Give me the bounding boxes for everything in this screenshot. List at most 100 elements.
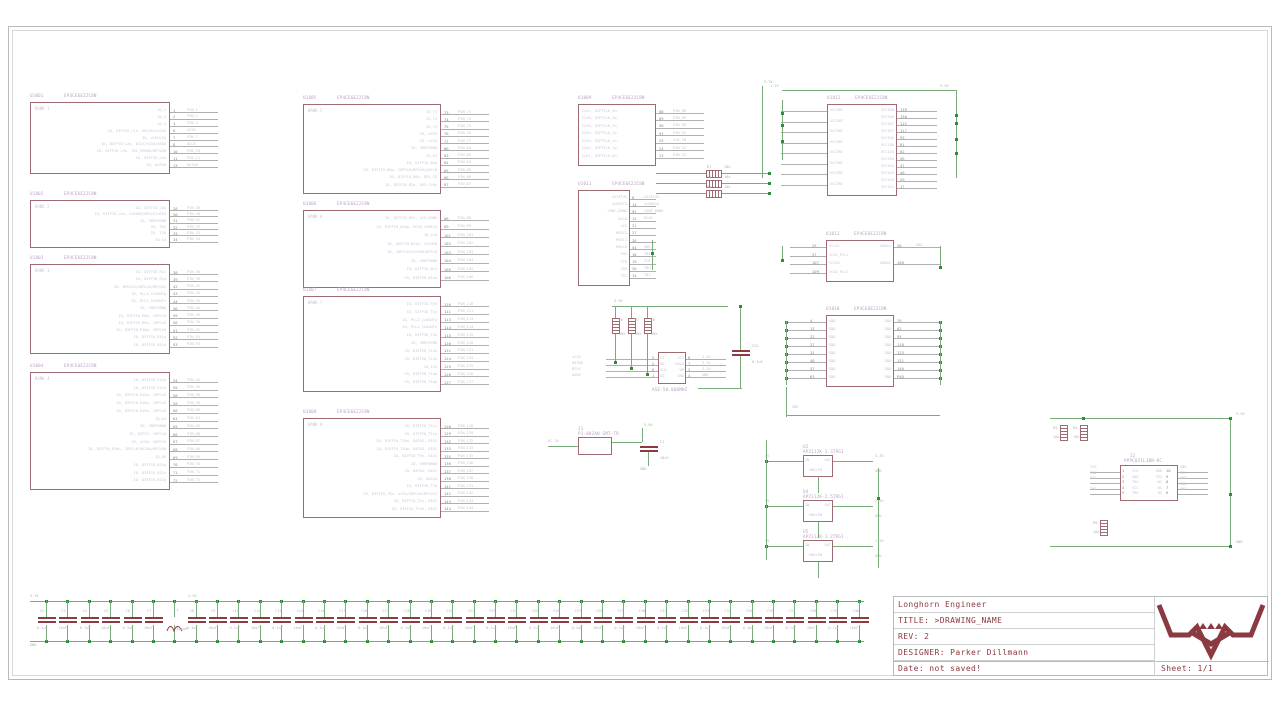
bank-pin-name: IO, DIFFIO_T0n (406, 302, 437, 306)
pin-stub (441, 495, 489, 497)
osc-pin-name: HOLD (675, 362, 684, 366)
bank-pin-name: IO, DIFFIO_R21n (133, 470, 166, 475)
wire-h (833, 461, 873, 462)
pin-number: 144 (444, 506, 451, 511)
resistor-ref: R3 (707, 185, 712, 189)
pin-stub (441, 368, 489, 370)
config-pin-name: MSEL0 (616, 245, 627, 250)
pin-net-label: PIN_88 (673, 108, 686, 113)
bank-pin-name: IO, PLL3_CLKOUTp (131, 291, 166, 296)
pin-stub (170, 229, 218, 230)
pin-net-label: PIN_141 (458, 483, 474, 488)
pin-net-label: PIN_74 (458, 116, 471, 121)
pin-number: 24 (659, 145, 664, 151)
net-label: 5V (765, 454, 770, 458)
capacitor-value: 0.1uF (186, 626, 198, 630)
junction (1229, 493, 1232, 496)
bank-pin-name: IO, DIFFIO_L2p, DCLK/nCSO/ASDO (101, 142, 166, 147)
bank-pin-name: IO, DATA4, DIO1 (404, 469, 437, 473)
pin-stub (1090, 472, 1120, 473)
pin-number: 13 (810, 326, 815, 331)
pin-number: 64 (173, 416, 178, 422)
wire-v (238, 625, 240, 641)
pin-net-label: PIN_115 (458, 332, 474, 337)
pin-stub (790, 247, 826, 248)
pin-net-label: PIN_125 (458, 364, 474, 369)
pin-net-label: nCONFIG (644, 201, 660, 206)
wire-v (631, 334, 632, 368)
pin-stub (897, 146, 937, 147)
pin-stub (441, 245, 489, 247)
wire-v (195, 625, 197, 641)
gnd-left-pin: GND (829, 327, 836, 331)
pin-number: 111 (444, 309, 451, 315)
junction (109, 640, 113, 643)
wire-v (782, 246, 783, 262)
longhorn-logo (1154, 597, 1267, 661)
pin-stub (630, 256, 656, 258)
pin-number: 43 (173, 291, 178, 297)
pin-stub (170, 167, 218, 169)
capacitor-value: 10uF (721, 626, 730, 630)
wire-v (537, 625, 539, 641)
junction (793, 640, 797, 643)
junction (472, 640, 476, 643)
capacitor-symbol (487, 617, 506, 623)
capacitor-ref: C2 (40, 609, 45, 613)
pin-number: 4 (688, 373, 691, 378)
capacitor-symbol (59, 617, 78, 623)
junction (781, 140, 784, 143)
jtag-right-pin: NC (1157, 485, 1162, 490)
wire-v (281, 625, 283, 641)
capacitor-value: 10uF (421, 626, 431, 630)
title-drawing-name: TITLE: >DRAWING_NAME (894, 613, 1154, 629)
pin-stub (897, 160, 937, 161)
pin-number: 2 (173, 114, 176, 120)
pin-number: 1 (1122, 468, 1125, 473)
pin-net-label: PIN_76 (458, 131, 471, 136)
vcc-left-pin: VCCINT (830, 160, 843, 165)
pin-stub (170, 303, 218, 305)
wire-h (765, 546, 803, 547)
gnd-block-ref: U1010 (826, 306, 840, 311)
osc-pullup-resistor (644, 318, 652, 334)
pin-number: 3 (173, 121, 176, 127)
capacitor-symbol (679, 617, 698, 623)
bank-pin-name: IO, DIFFIO_R10p, CDPCLK (116, 328, 166, 333)
pin-stub (686, 371, 726, 372)
gnd-left-pin: GND (829, 375, 836, 379)
pin-number: 90 (659, 123, 664, 129)
bank-device: EP4CE6E22C8N (337, 95, 370, 100)
pin-number: 59 (173, 400, 178, 406)
bank-symbol (303, 210, 441, 288)
bank-pin-name: IO, DIFFIO_T15n (404, 356, 437, 361)
bank-pin-name: IO, DIFFIO_R21p (133, 462, 166, 467)
wire-h (656, 183, 706, 184)
wire-v (559, 601, 561, 617)
pin-number: 10 (173, 148, 178, 154)
junction (814, 640, 818, 643)
junction (729, 640, 733, 643)
pin-net-label: PIN_136 (458, 461, 474, 465)
pin-net-label: PIN_90 (673, 123, 686, 128)
wire-v (1230, 418, 1231, 546)
pin-net-label: 3.3V (702, 367, 711, 371)
pin-net-label: PIN_31 (187, 218, 200, 223)
pin-number: 54 (632, 244, 637, 250)
pin-stub (441, 360, 489, 362)
pin-number: 89 (444, 224, 449, 229)
bank-pin-name: IO, DIFFIO_B6n, DEV_CE (389, 175, 437, 180)
pin-stub (1178, 477, 1208, 479)
pin-stub (170, 132, 218, 134)
pin-stub (686, 377, 726, 378)
pin-stub (170, 466, 218, 468)
pin-stub (170, 281, 218, 283)
pin-number: 17 (900, 184, 905, 189)
pin-net-label: PIN_106 (458, 275, 474, 279)
regulator-pin-out: OUT (824, 543, 832, 547)
bank-pin-name: IO, VREFB8N0 (411, 461, 437, 466)
wire-h (782, 90, 956, 91)
wire-v (858, 601, 860, 617)
capacitor-ref: C30 (638, 609, 646, 613)
pin-number: 40 (900, 170, 905, 175)
